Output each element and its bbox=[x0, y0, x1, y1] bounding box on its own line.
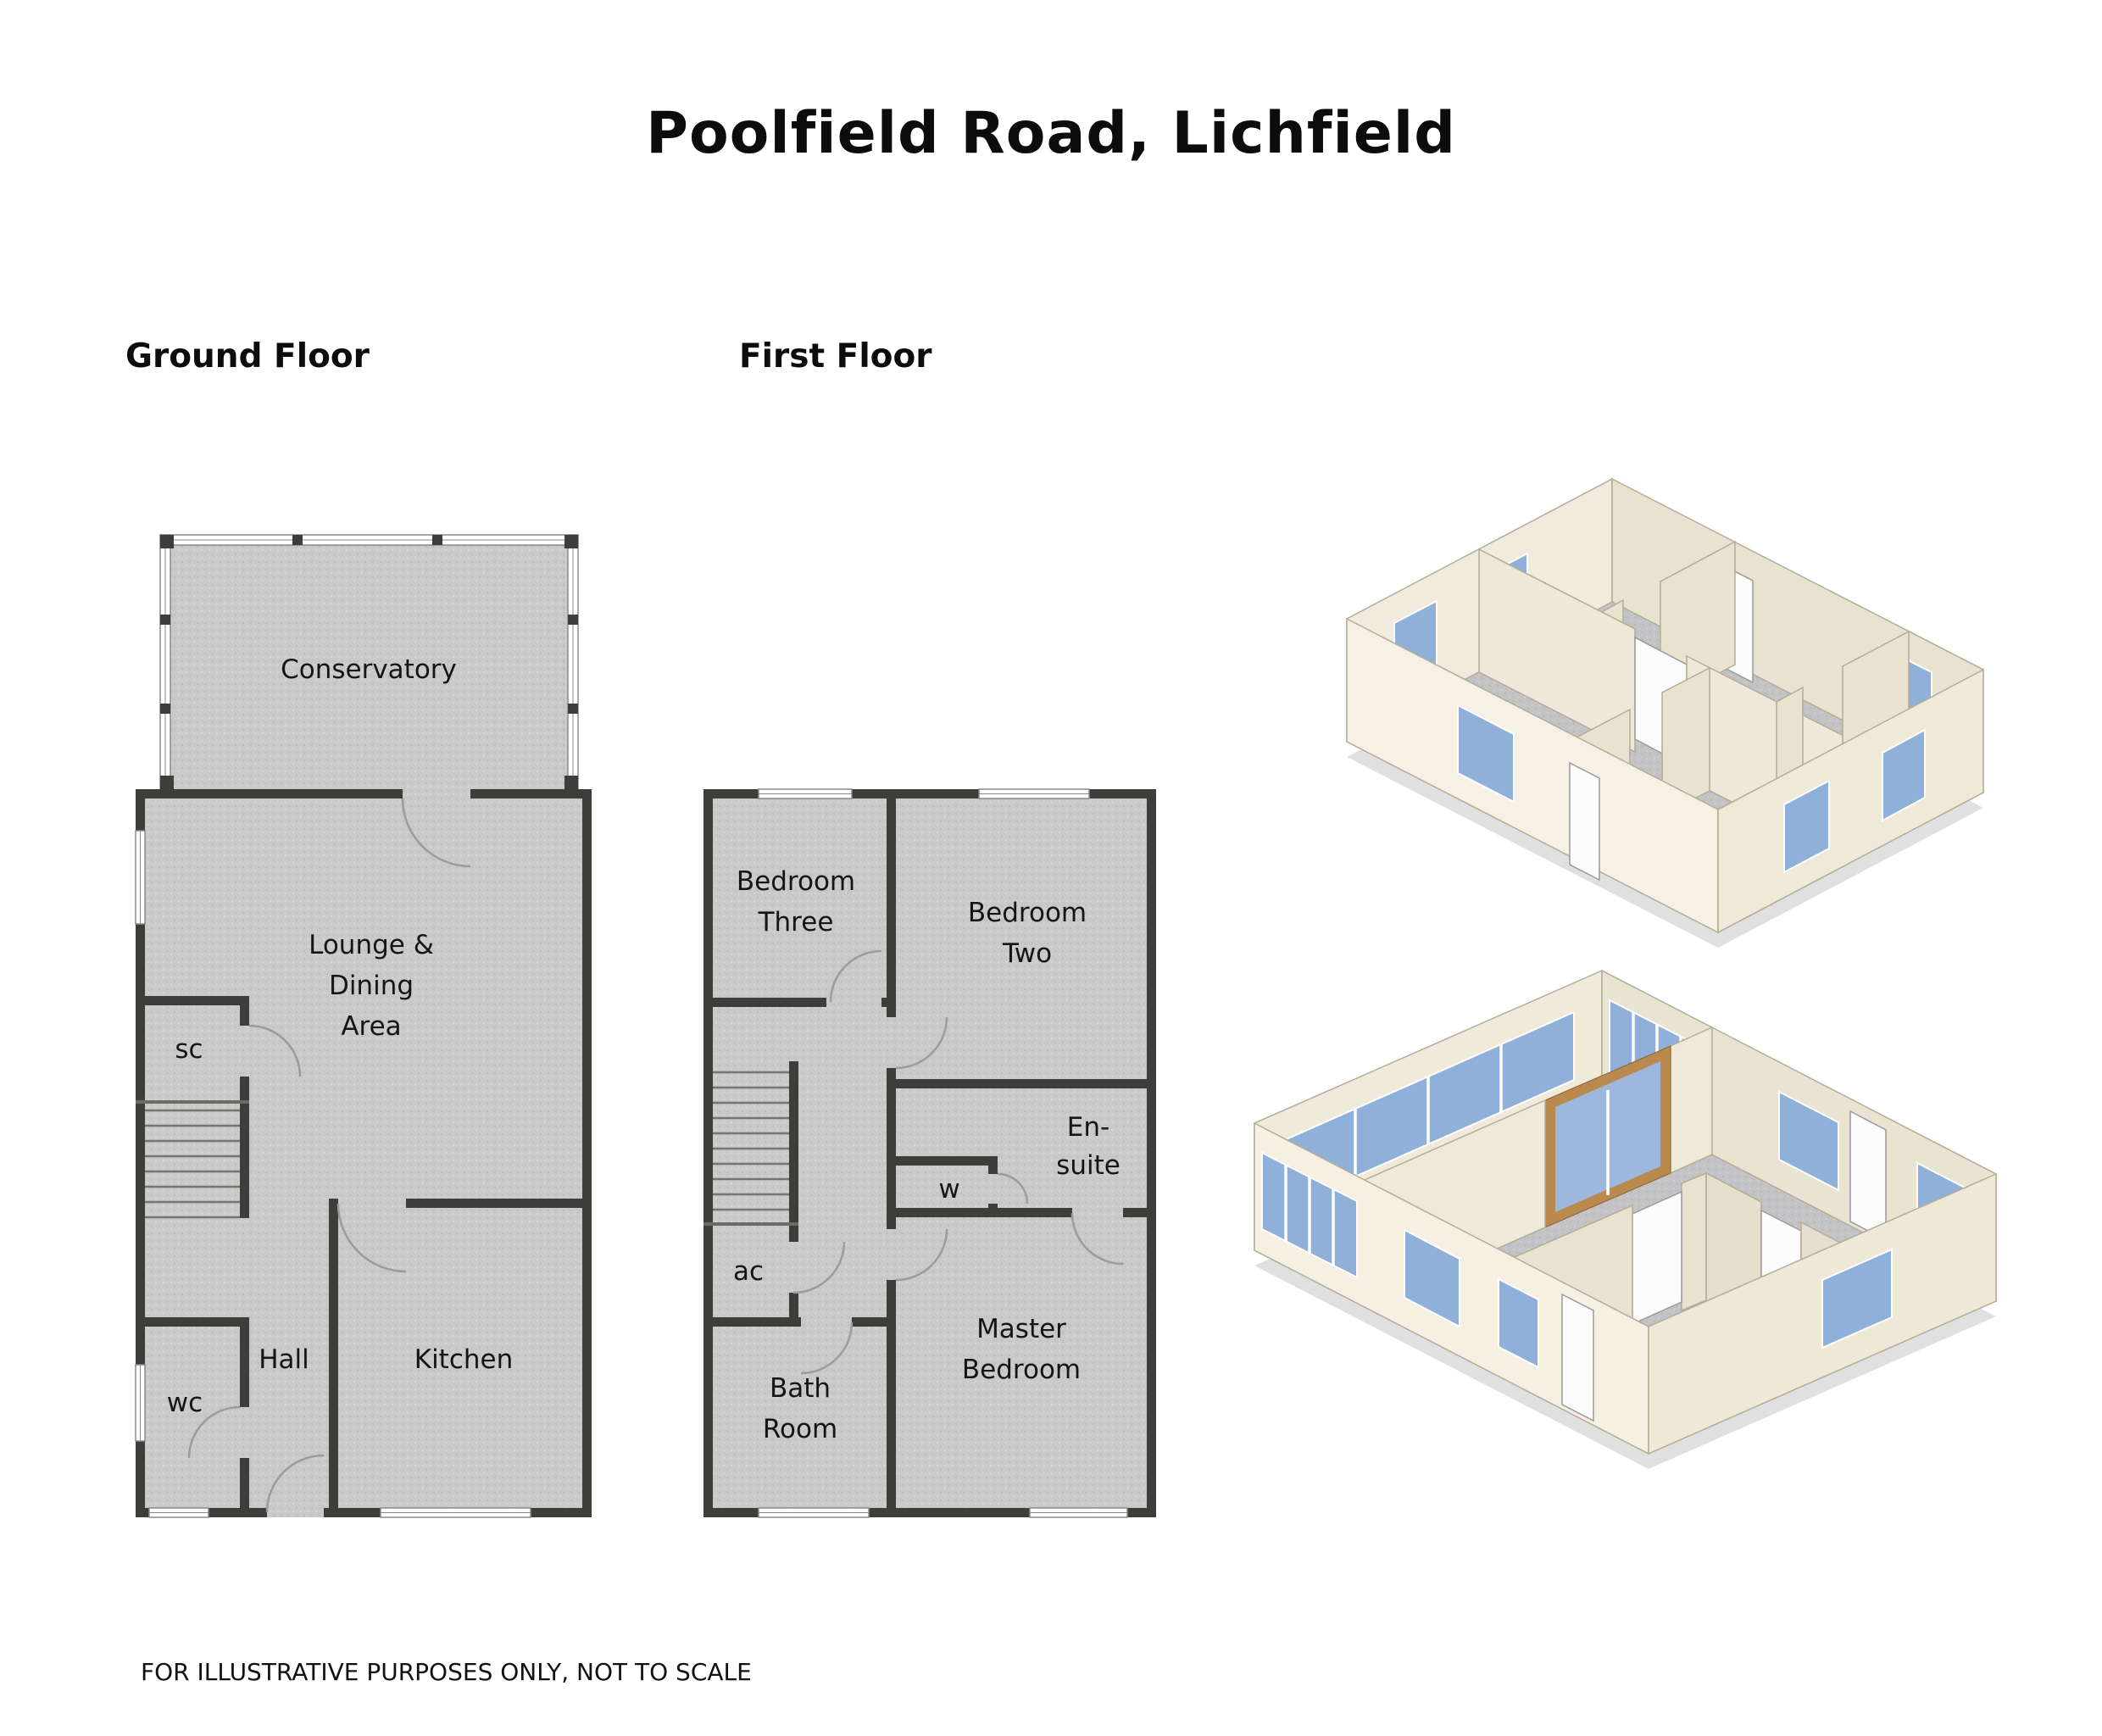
label-wc: wc bbox=[167, 1388, 203, 1418]
first-floor-3d-render bbox=[1345, 477, 1985, 948]
disclaimer-text: FOR ILLUSTRATIVE PURPOSES ONLY, NOT TO S… bbox=[141, 1658, 752, 1686]
first-windows bbox=[758, 788, 1128, 1518]
window-3d bbox=[1783, 779, 1830, 874]
ground-door-arcs bbox=[187, 798, 471, 1513]
label-lounge-2: Dining bbox=[329, 971, 414, 1001]
ground-outer-walls bbox=[136, 789, 592, 1517]
label-ensuite-1: En- bbox=[1067, 1112, 1109, 1143]
first-interior-walls bbox=[703, 789, 1156, 1517]
ground-floor-surface bbox=[136, 535, 592, 1517]
label-bathroom-1: Bath bbox=[770, 1373, 831, 1404]
first-room-labels: Bedroom Three Bedroom Two En- suite w ac… bbox=[733, 866, 1121, 1444]
first-outer-walls bbox=[703, 789, 1156, 1517]
window-3d bbox=[1778, 1090, 1839, 1192]
label-bedroom-three-1: Bedroom bbox=[737, 866, 855, 897]
render-front-walls bbox=[1346, 617, 1984, 934]
window-3d bbox=[1882, 728, 1926, 822]
first-stairs bbox=[713, 1071, 789, 1211]
ground-interior-walls bbox=[136, 996, 592, 1517]
label-bedroom-two-2: Two bbox=[1002, 938, 1052, 969]
conservatory-glazing bbox=[159, 534, 579, 790]
ground-windows bbox=[135, 830, 531, 1518]
window-3d bbox=[1498, 1277, 1539, 1369]
label-ensuite-2: suite bbox=[1056, 1150, 1121, 1181]
label-lounge-3: Area bbox=[341, 1011, 401, 1042]
ground-room-labels: Conservatory Lounge & Dining Area sc wc … bbox=[167, 654, 513, 1418]
label-kitchen: Kitchen bbox=[414, 1344, 514, 1375]
label-bathroom-2: Room bbox=[763, 1414, 837, 1444]
label-conservatory: Conservatory bbox=[281, 654, 457, 685]
ground-floor-label: Ground Floor bbox=[125, 337, 370, 376]
label-lounge-1: Lounge & bbox=[309, 930, 434, 960]
first-floor-label: First Floor bbox=[739, 337, 932, 376]
first-floor-surface bbox=[703, 789, 1156, 1517]
label-bedroom-three-2: Three bbox=[758, 907, 834, 938]
label-bedroom-two-1: Bedroom bbox=[968, 898, 1087, 928]
label-master-2: Bedroom bbox=[962, 1355, 1081, 1385]
first-door-arcs bbox=[792, 949, 1124, 1375]
render-front-walls bbox=[1254, 1121, 1997, 1455]
door-3d bbox=[1849, 1110, 1887, 1242]
window-3d bbox=[1457, 704, 1515, 804]
window-3d bbox=[1404, 1228, 1460, 1328]
label-sc: sc bbox=[175, 1034, 203, 1065]
label-hall: Hall bbox=[259, 1344, 309, 1375]
first-floor-plan: Bedroom Three Bedroom Two En- suite w ac… bbox=[703, 788, 1156, 1518]
ground-stairs bbox=[145, 1109, 240, 1219]
window-3d bbox=[1821, 1248, 1893, 1349]
label-master-1: Master bbox=[976, 1314, 1066, 1344]
label-ac: ac bbox=[733, 1256, 764, 1287]
ground-floor-plan: Conservatory Lounge & Dining Area sc wc … bbox=[135, 534, 592, 1518]
door-3d bbox=[1569, 761, 1600, 882]
ground-floor-3d-render bbox=[1253, 969, 1998, 1469]
door-3d bbox=[1632, 1190, 1682, 1326]
door-3d bbox=[1561, 1293, 1594, 1422]
page-title: Poolfield Road, Lichfield bbox=[646, 100, 1456, 167]
label-w: w bbox=[938, 1174, 959, 1205]
